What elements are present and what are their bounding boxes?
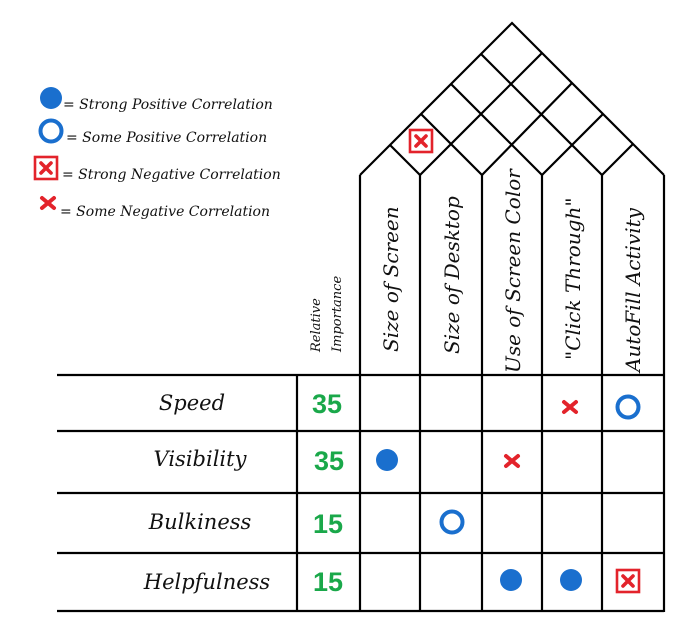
- column-header-size-of-desktop: Size of Desktop: [440, 196, 464, 354]
- legend-label: = Some Positive Correlation: [66, 130, 267, 146]
- column-divider-lines: [358, 175, 666, 612]
- row-label-speed: Speed: [159, 391, 225, 415]
- relationship-matrix: Speed Visibility Bulkiness Helpfulness 3…: [57, 373, 664, 613]
- column-header-click-through: "Click Through": [561, 197, 585, 360]
- legend-label: = Strong Positive Correlation: [63, 97, 273, 113]
- legend-item-some-negative: = Some Negative Correlation: [40, 196, 270, 220]
- relative-importance-header-line1: Relative: [309, 298, 324, 353]
- row-label-helpfulness: Helpfulness: [143, 570, 271, 594]
- strong-positive-correlation-icon: [40, 87, 62, 109]
- legend-label: = Strong Negative Correlation: [62, 167, 281, 183]
- column-header-size-of-screen: Size of Screen: [379, 206, 403, 352]
- cell-visibility-size-of-screen-strong-positive-icon: [376, 449, 398, 471]
- cell-helpfulness-screen-color-strong-positive-icon: [500, 569, 522, 591]
- cell-bulkiness-size-of-desktop-some-positive-icon: [439, 509, 465, 535]
- roof-outline: [359, 21, 665, 176]
- legend-item-strong-positive: = Strong Positive Correlation: [40, 87, 273, 113]
- row-label-bulkiness: Bulkiness: [148, 510, 252, 534]
- importance-value-visibility: 35: [314, 446, 344, 476]
- legend-item-strong-negative: = Strong Negative Correlation: [33, 155, 281, 183]
- legend: = Strong Positive Correlation = Some Pos…: [33, 87, 281, 220]
- cell-speed-click-through-some-negative-icon: [562, 400, 578, 414]
- importance-value-bulkiness: 15: [313, 509, 343, 539]
- column-header-use-of-screen-color: Use of Screen Color: [501, 168, 525, 373]
- column-header-autofill-activity: AutoFill Activity: [621, 207, 645, 374]
- some-negative-correlation-icon: [40, 196, 56, 210]
- cell-speed-autofill-some-positive-icon: [615, 394, 641, 420]
- row-divider-lines: [57, 373, 664, 613]
- legend-item-some-positive: = Some Positive Correlation: [38, 118, 267, 146]
- legend-label: = Some Negative Correlation: [60, 204, 270, 220]
- importance-value-helpfulness: 15: [313, 567, 343, 597]
- relative-importance-header-line2: Importance: [330, 276, 345, 353]
- column-headers: Size of Screen Size of Desktop Use of Sc…: [309, 168, 666, 612]
- row-label-visibility: Visibility: [154, 447, 248, 471]
- roof-correlation-matrix: [359, 21, 665, 176]
- strong-negative-correlation-icon: [33, 155, 59, 181]
- importance-value-speed: 35: [312, 389, 342, 419]
- cell-helpfulness-autofill-strong-negative-icon: [615, 568, 641, 594]
- cell-helpfulness-click-through-strong-positive-icon: [560, 569, 582, 591]
- roof-cell-strong-negative-icon: [408, 128, 434, 154]
- cell-visibility-screen-color-some-negative-icon: [504, 454, 520, 468]
- some-positive-correlation-icon: [38, 118, 64, 144]
- roof-grid-lines: [389, 52, 634, 176]
